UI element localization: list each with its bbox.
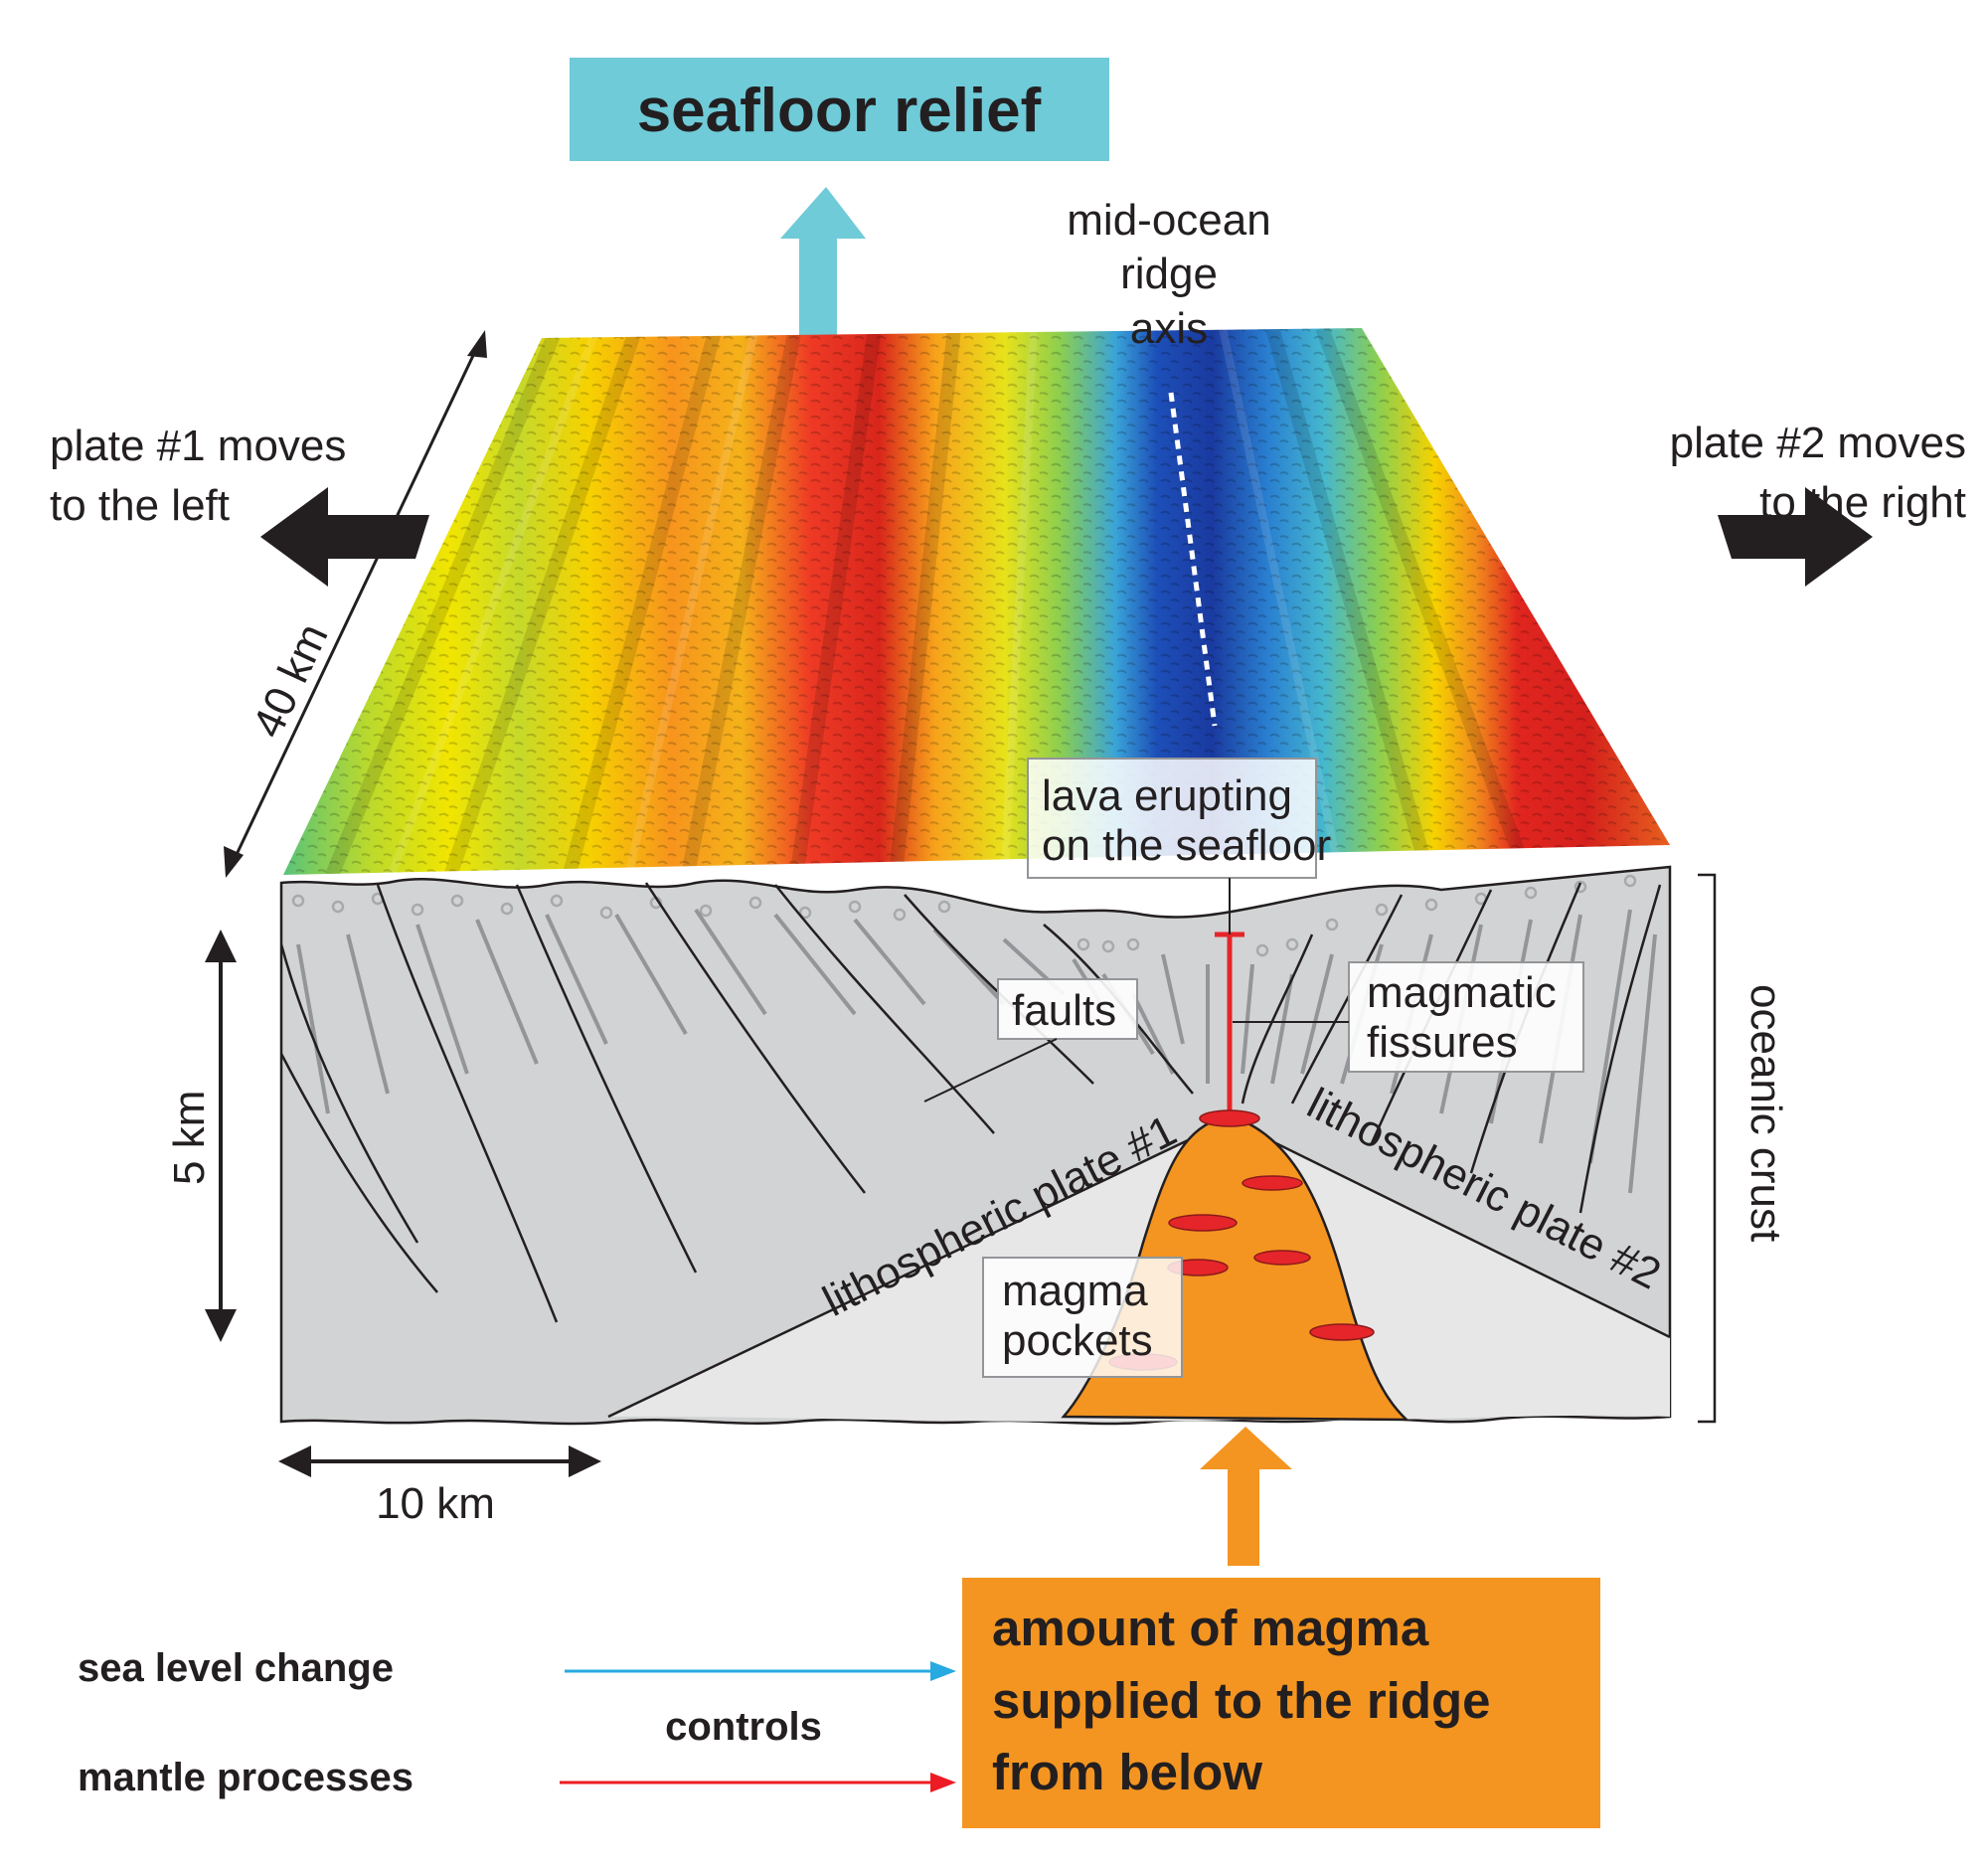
svg-text:plate #1 moves: plate #1 moves	[50, 422, 346, 470]
magma-up-arrow	[1200, 1427, 1292, 1566]
svg-text:from below: from below	[992, 1744, 1262, 1800]
svg-text:10 km: 10 km	[376, 1479, 495, 1528]
svg-text:to the left: to the left	[50, 481, 230, 530]
svg-text:40 km: 40 km	[244, 616, 338, 745]
sea-level-arrow	[565, 1661, 956, 1681]
plate-1-motion: plate #1 moves to the left	[50, 422, 429, 587]
svg-text:fissures: fissures	[1367, 1018, 1518, 1067]
svg-text:oceanic crust: oceanic crust	[1741, 984, 1790, 1242]
svg-text:pockets: pockets	[1002, 1316, 1153, 1365]
svg-text:supplied to the ridge: supplied to the ridge	[992, 1672, 1491, 1729]
svg-text:axis: axis	[1130, 304, 1208, 353]
plate-2-motion: plate #2 moves to the right	[1670, 419, 1966, 587]
scale-10km: 10 km	[278, 1445, 601, 1528]
oceanic-crust-bracket: oceanic crust	[1698, 873, 1790, 1424]
svg-text:amount of magma: amount of magma	[992, 1600, 1429, 1656]
lava-erupting-callout: lava erupting on the seafloor	[1027, 758, 1331, 934]
svg-text:5 km: 5 km	[165, 1091, 214, 1185]
scale-5km: 5 km	[165, 930, 237, 1342]
svg-text:magmatic: magmatic	[1367, 968, 1557, 1017]
ridge-axis-line	[1168, 392, 1218, 727]
svg-text:magma: magma	[1002, 1267, 1148, 1315]
seafloor-relief-surface	[283, 328, 1670, 875]
faults-callout: faults	[923, 978, 1138, 1103]
svg-text:ridge: ridge	[1120, 250, 1218, 298]
mantle-processes-label: mantle processes	[78, 1756, 414, 1799]
controls-label: controls	[665, 1705, 822, 1749]
svg-text:faults: faults	[1012, 986, 1116, 1035]
magmatic-fissures-callout: magmatic fissures	[1233, 961, 1584, 1073]
svg-text:lava erupting: lava erupting	[1042, 771, 1292, 820]
magma-supply-text: amount of magma supplied to the ridge fr…	[992, 1600, 1491, 1800]
title-box	[570, 58, 1109, 161]
sea-level-change-label: sea level change	[78, 1646, 394, 1690]
svg-text:on the seafloor: on the seafloor	[1042, 821, 1331, 870]
right-arrow	[1718, 487, 1873, 587]
svg-text:plate #2 moves: plate #2 moves	[1670, 419, 1966, 467]
mantle-arrow	[560, 1773, 956, 1792]
title: seafloor relief	[637, 77, 1042, 145]
magma-supply-box	[962, 1578, 1600, 1828]
crust-cross-section	[279, 865, 1672, 1426]
ridge-axis-label: mid-ocean ridge axis	[1067, 196, 1270, 353]
svg-text:mid-ocean: mid-ocean	[1067, 196, 1270, 245]
magma-pockets-callout: magma pockets	[982, 1257, 1183, 1378]
left-arrow	[260, 487, 429, 587]
